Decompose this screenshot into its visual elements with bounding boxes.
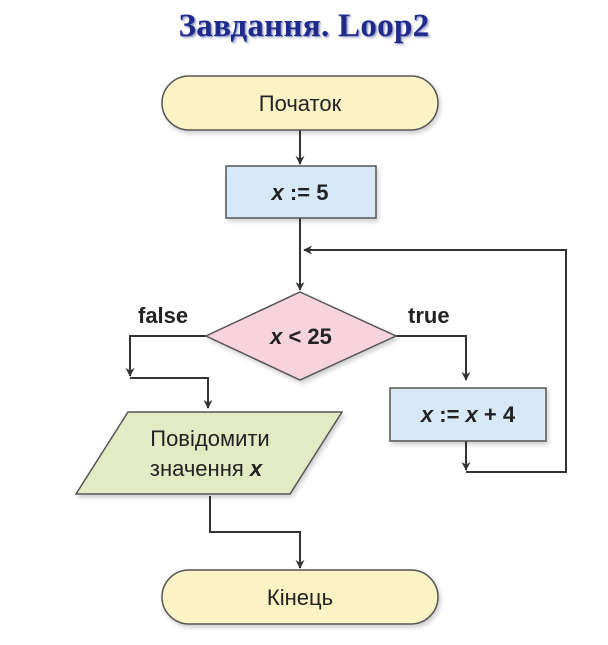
loop-back-line <box>303 245 567 473</box>
init-op: := 5 <box>284 180 329 205</box>
page-title: Завдання. Loop2 <box>178 8 430 44</box>
condition-var: x <box>269 324 283 349</box>
init-process: x := 5 <box>225 165 377 219</box>
start-terminal: Початок <box>161 75 439 131</box>
output-line1: Повідомити <box>150 426 269 451</box>
arrow-false-branch <box>125 335 206 377</box>
true-label: true <box>408 303 450 328</box>
start-label: Початок <box>259 91 342 116</box>
arrow-false-to-output <box>130 377 213 409</box>
arrow-true-branch <box>396 335 471 381</box>
connectors <box>125 130 567 569</box>
condition-op: < 25 <box>282 324 332 349</box>
init-label: x := 5 <box>271 180 329 205</box>
output-line2: значення x <box>150 456 263 481</box>
arrow-output-to-end <box>209 496 305 569</box>
condition-decision: x < 25 <box>204 291 398 381</box>
end-terminal: Кінець <box>161 569 439 625</box>
condition-label: x < 25 <box>269 324 332 349</box>
update-process: x := x + 4 <box>389 387 547 442</box>
init-var: x <box>271 180 285 205</box>
output-io: Повідомити значення x <box>74 411 344 495</box>
false-label: false <box>138 303 188 328</box>
end-label: Кінець <box>267 585 333 610</box>
update-label: x := x + 4 <box>420 402 516 427</box>
